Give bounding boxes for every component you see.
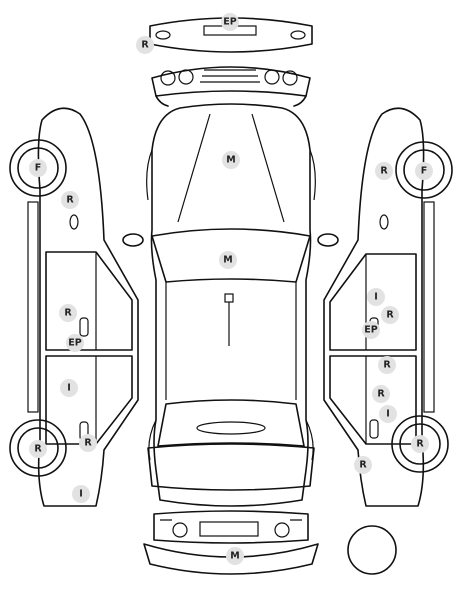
svg-text:R: R	[359, 460, 367, 471]
damage-markers: EP R M M M F R R	[29, 13, 433, 565]
svg-text:R: R	[377, 389, 385, 400]
marker-right-rear-door-i: I	[379, 405, 397, 423]
svg-text:I: I	[386, 409, 390, 420]
svg-text:I: I	[67, 383, 71, 394]
svg-text:R: R	[141, 40, 149, 51]
marker-right-fender-r: R	[375, 162, 393, 180]
svg-text:EP: EP	[68, 338, 81, 349]
svg-text:R: R	[380, 166, 388, 177]
svg-text:M: M	[223, 255, 232, 266]
svg-text:F: F	[35, 163, 42, 174]
marker-right-front-door-ep: EP	[362, 321, 380, 339]
svg-text:EP: EP	[364, 325, 377, 336]
svg-text:R: R	[386, 310, 394, 321]
svg-text:M: M	[226, 155, 235, 166]
marker-front-bumper-ep: EP	[221, 13, 239, 31]
svg-text:R: R	[64, 308, 72, 319]
spare-wheel-outline	[347, 525, 397, 575]
front-grille-view	[151, 66, 311, 107]
marker-roof-m: M	[219, 251, 237, 269]
marker-right-front-door-r: R	[381, 306, 399, 324]
svg-text:EP: EP	[223, 17, 236, 28]
svg-text:I: I	[79, 489, 83, 500]
svg-text:F: F	[421, 166, 428, 177]
svg-text:I: I	[374, 292, 378, 303]
svg-text:R: R	[416, 439, 424, 450]
marker-left-rear-wheel-r: R	[29, 440, 47, 458]
marker-right-rear-door-r1: R	[378, 356, 396, 374]
marker-rear-bumper-m: M	[226, 547, 244, 565]
marker-left-rear-fender-r: R	[79, 434, 97, 452]
marker-right-rocker-r: R	[354, 456, 372, 474]
marker-left-rocker-i: I	[72, 485, 90, 503]
svg-text:R: R	[66, 195, 74, 206]
marker-right-rear-door-r2: R	[372, 385, 390, 403]
marker-left-rear-door-i: I	[60, 379, 78, 397]
svg-text:R: R	[84, 438, 92, 449]
marker-hood-m: M	[222, 151, 240, 169]
marker-left-fender-r: R	[61, 191, 79, 209]
car-top-view	[122, 103, 339, 507]
marker-right-front-door-i: I	[367, 288, 385, 306]
svg-text:M: M	[230, 551, 239, 562]
rear-end-view	[143, 510, 319, 575]
marker-left-front-door-r: R	[59, 304, 77, 322]
marker-left-front-wheel-f: F	[29, 159, 47, 177]
marker-right-front-wheel-f: F	[415, 162, 433, 180]
svg-text:R: R	[34, 444, 42, 455]
marker-right-rear-wheel-r: R	[411, 435, 429, 453]
marker-left-front-door-ep: EP	[66, 334, 84, 352]
marker-front-bumper-r: R	[136, 36, 154, 54]
svg-text:R: R	[383, 360, 391, 371]
